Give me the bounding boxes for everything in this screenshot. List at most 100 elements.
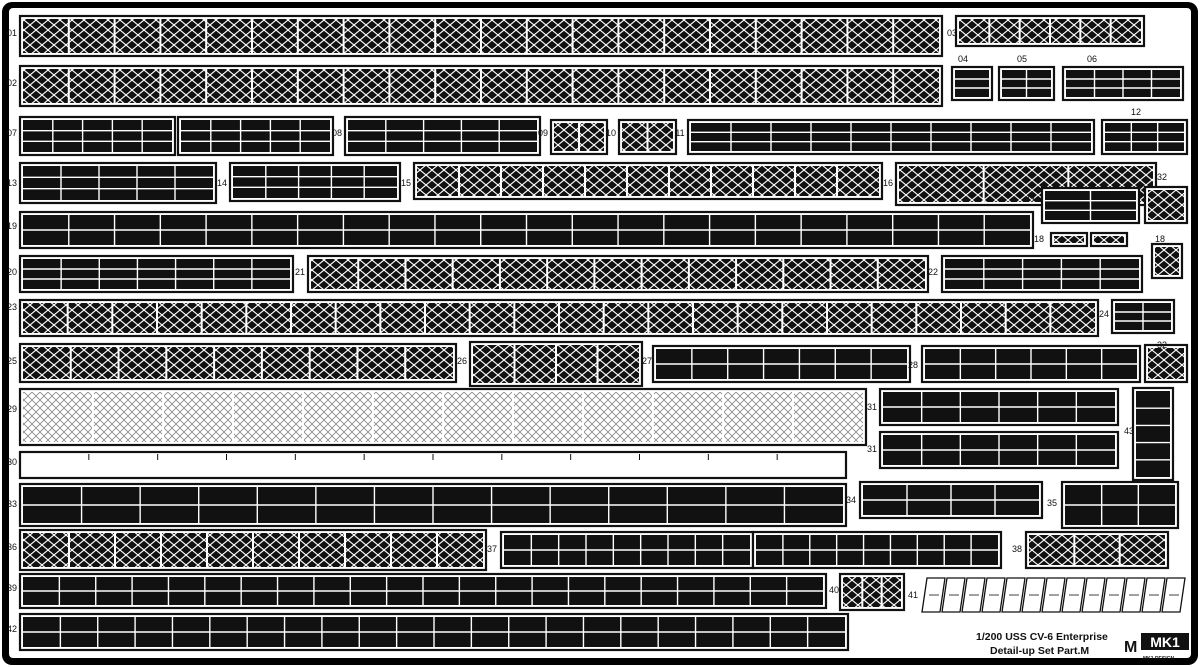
ladder-part — [1131, 386, 1175, 482]
mesh-part — [18, 342, 458, 384]
part-number-label: 17 — [1026, 193, 1036, 203]
part-letter: M — [1124, 639, 1137, 656]
ladder-part — [228, 161, 402, 203]
mesh-part — [412, 161, 884, 201]
mesh-part — [18, 528, 488, 572]
mesh-part — [18, 64, 944, 108]
brand-sub: MK1 DESIGN — [1143, 656, 1175, 662]
part-number-label: 26 — [457, 356, 467, 366]
part-number-label: 08 — [332, 128, 342, 138]
ladder-part — [343, 115, 542, 157]
part-41-blades — [921, 577, 1186, 613]
ladder-part — [651, 344, 912, 384]
part-number-label: 39 — [7, 583, 17, 593]
part-number-label: 30 — [7, 457, 17, 467]
ladder-part — [18, 572, 828, 610]
ladder-part — [1061, 65, 1185, 102]
part-number-label: 29 — [7, 404, 17, 414]
part-number-label: 43 — [1124, 426, 1134, 436]
part-number-label: 16 — [883, 178, 893, 188]
ladder-part — [1040, 186, 1141, 225]
mesh-part — [1143, 185, 1189, 225]
part-number-label: 13 — [7, 178, 17, 188]
sheet-title-line2: Detail-up Set Part.M — [990, 645, 1089, 657]
part-number-label: 33 — [7, 499, 17, 509]
part-number-label: 01 — [7, 28, 17, 38]
part-number-label: 31 — [867, 402, 877, 412]
brand-logo: MK1 — [1141, 633, 1189, 650]
mesh-part — [549, 118, 609, 156]
part-number-label: 11 — [675, 128, 684, 138]
part-number-label: 19 — [7, 221, 17, 231]
part-number-label: 21 — [295, 267, 305, 277]
part-number-label: 12 — [1131, 107, 1141, 117]
ladder-part — [18, 612, 850, 652]
ladder-part — [18, 161, 218, 205]
rail-part — [18, 450, 848, 480]
part-number-label: 42 — [7, 624, 17, 634]
mesh-part — [468, 340, 644, 388]
part-number-label: 31 — [867, 444, 877, 454]
ladder-part — [940, 254, 1144, 294]
mesh-part — [18, 387, 868, 447]
mesh-part — [617, 118, 678, 156]
mesh-part — [838, 572, 906, 612]
ladder-part — [950, 65, 994, 102]
part-number-label: 24 — [1099, 309, 1109, 319]
mesh-part — [1143, 343, 1189, 384]
ladder-part — [858, 480, 1044, 520]
part-number-label: 27 — [642, 356, 652, 366]
brand-logo-text: MK1 — [1150, 634, 1180, 650]
ladder-part — [751, 530, 1003, 570]
ladder-part — [1100, 118, 1189, 156]
part-number-label: 10 — [606, 128, 616, 138]
ladder-part — [1060, 480, 1180, 530]
part-number-label: 18 — [1155, 234, 1165, 244]
mesh-part — [1150, 242, 1184, 280]
mesh-part — [18, 298, 1100, 338]
part-number-label: 09 — [538, 128, 548, 138]
part-number-label: 34 — [846, 495, 856, 505]
part-number-label: 32 — [1157, 172, 1167, 182]
part-number-label: 37 — [487, 544, 497, 554]
part-number-label: 07 — [7, 128, 17, 138]
mesh-part — [954, 14, 1146, 48]
ladder-part — [18, 210, 1035, 250]
part-number-label: 40 — [829, 585, 839, 595]
mesh-part — [1049, 231, 1089, 248]
part-number-label: 20 — [7, 267, 17, 277]
part-number-label: 15 — [401, 178, 411, 188]
part-number-label: 04 — [958, 54, 968, 64]
part-number-label: 18 — [1034, 234, 1044, 244]
part-number-label: 14 — [217, 178, 227, 188]
part-number-label: 03 — [947, 28, 957, 38]
part-number-label: 41 — [908, 590, 918, 600]
part-number-label: 28 — [908, 360, 918, 370]
part-number-label: 36 — [7, 542, 17, 552]
ladder-part — [18, 254, 295, 294]
ladder-part — [878, 387, 1120, 427]
part-number-label: 25 — [7, 356, 17, 366]
ladder-part — [1110, 298, 1176, 335]
part-number-label: 05 — [1017, 54, 1027, 64]
mesh-part — [1024, 530, 1170, 570]
part-number-label: 35 — [1047, 498, 1057, 508]
mesh-part — [18, 14, 944, 58]
part-number-label: 06 — [1087, 54, 1097, 64]
ladder-part — [878, 430, 1120, 470]
ladder-part — [920, 344, 1142, 384]
part-number-label: 23 — [7, 302, 17, 312]
ladder-part — [686, 118, 1096, 156]
part-number-label: 38 — [1012, 544, 1022, 554]
sheet-title-line1: 1/200 USS CV-6 Enterprise — [976, 631, 1108, 643]
mesh-part — [306, 254, 930, 294]
ladder-part — [18, 482, 848, 528]
mesh-part — [1089, 231, 1129, 248]
ladder-part — [499, 530, 755, 570]
ladder-part — [18, 115, 177, 157]
part-number-label: 22 — [928, 267, 938, 277]
part-number-label: 32 — [1157, 340, 1167, 350]
part-number-label: 02 — [7, 78, 17, 88]
ladder-part — [176, 115, 335, 157]
